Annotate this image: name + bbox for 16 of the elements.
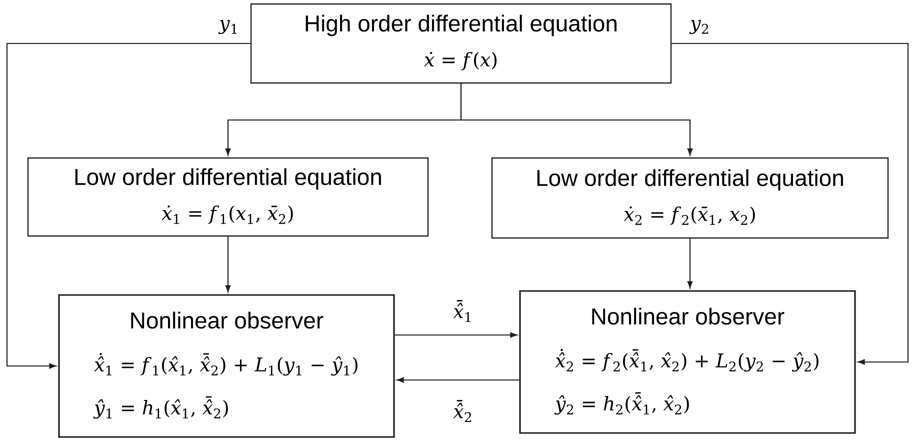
edge-label: x̂̄$_{1}$ — [453, 300, 470, 322]
arrow — [6, 42, 250, 369]
arrow — [460, 84, 693, 156]
process-box: Nonlinear observer x̂̇$_{1}$ = f$_{1}$(x̂$_{1}$, x̂̄$_{2}$) + L$_{1}$(y$_{1}$ − ŷ$_{1}$) ŷ$_{1}$ = h$_{1}$(x̂$_{1}$, x̂̄$_{2}$) — [58, 294, 395, 438]
process-box: Low order differential equation ẋ$_{2}$ = f$_{2}$(x̄$_{1}$, x$_{2}$) — [491, 157, 889, 239]
arrow — [394, 332, 518, 338]
edge-label: y$_{1}$ — [218, 20, 237, 34]
arrow — [396, 377, 520, 383]
edge-label: x̂̄$_{2}$ — [453, 400, 472, 422]
arrow — [672, 42, 909, 365]
process-box: High order differential equation ẋ = f(x) — [250, 3, 672, 84]
arrow — [225, 236, 231, 292]
edge-label: y$_{2}$ — [689, 20, 708, 34]
process-box: Nonlinear observer x̂̇$_{2}$ = f$_{2}$(x̂̄$_{1}$, x̂$_{2}$) + L$_{2}$(y$_{2}$ − ŷ$_{2}$) ŷ$_{2}$ = h$_{2}$(x̂̄$_{1}$, x̂$_{2}$) — [519, 290, 856, 434]
arrow — [687, 238, 693, 288]
process-box: Low order differential equation ẋ$_{1}$ = f$_{1}$(x$_{1}$, x̄$_{2}$) — [27, 157, 429, 237]
